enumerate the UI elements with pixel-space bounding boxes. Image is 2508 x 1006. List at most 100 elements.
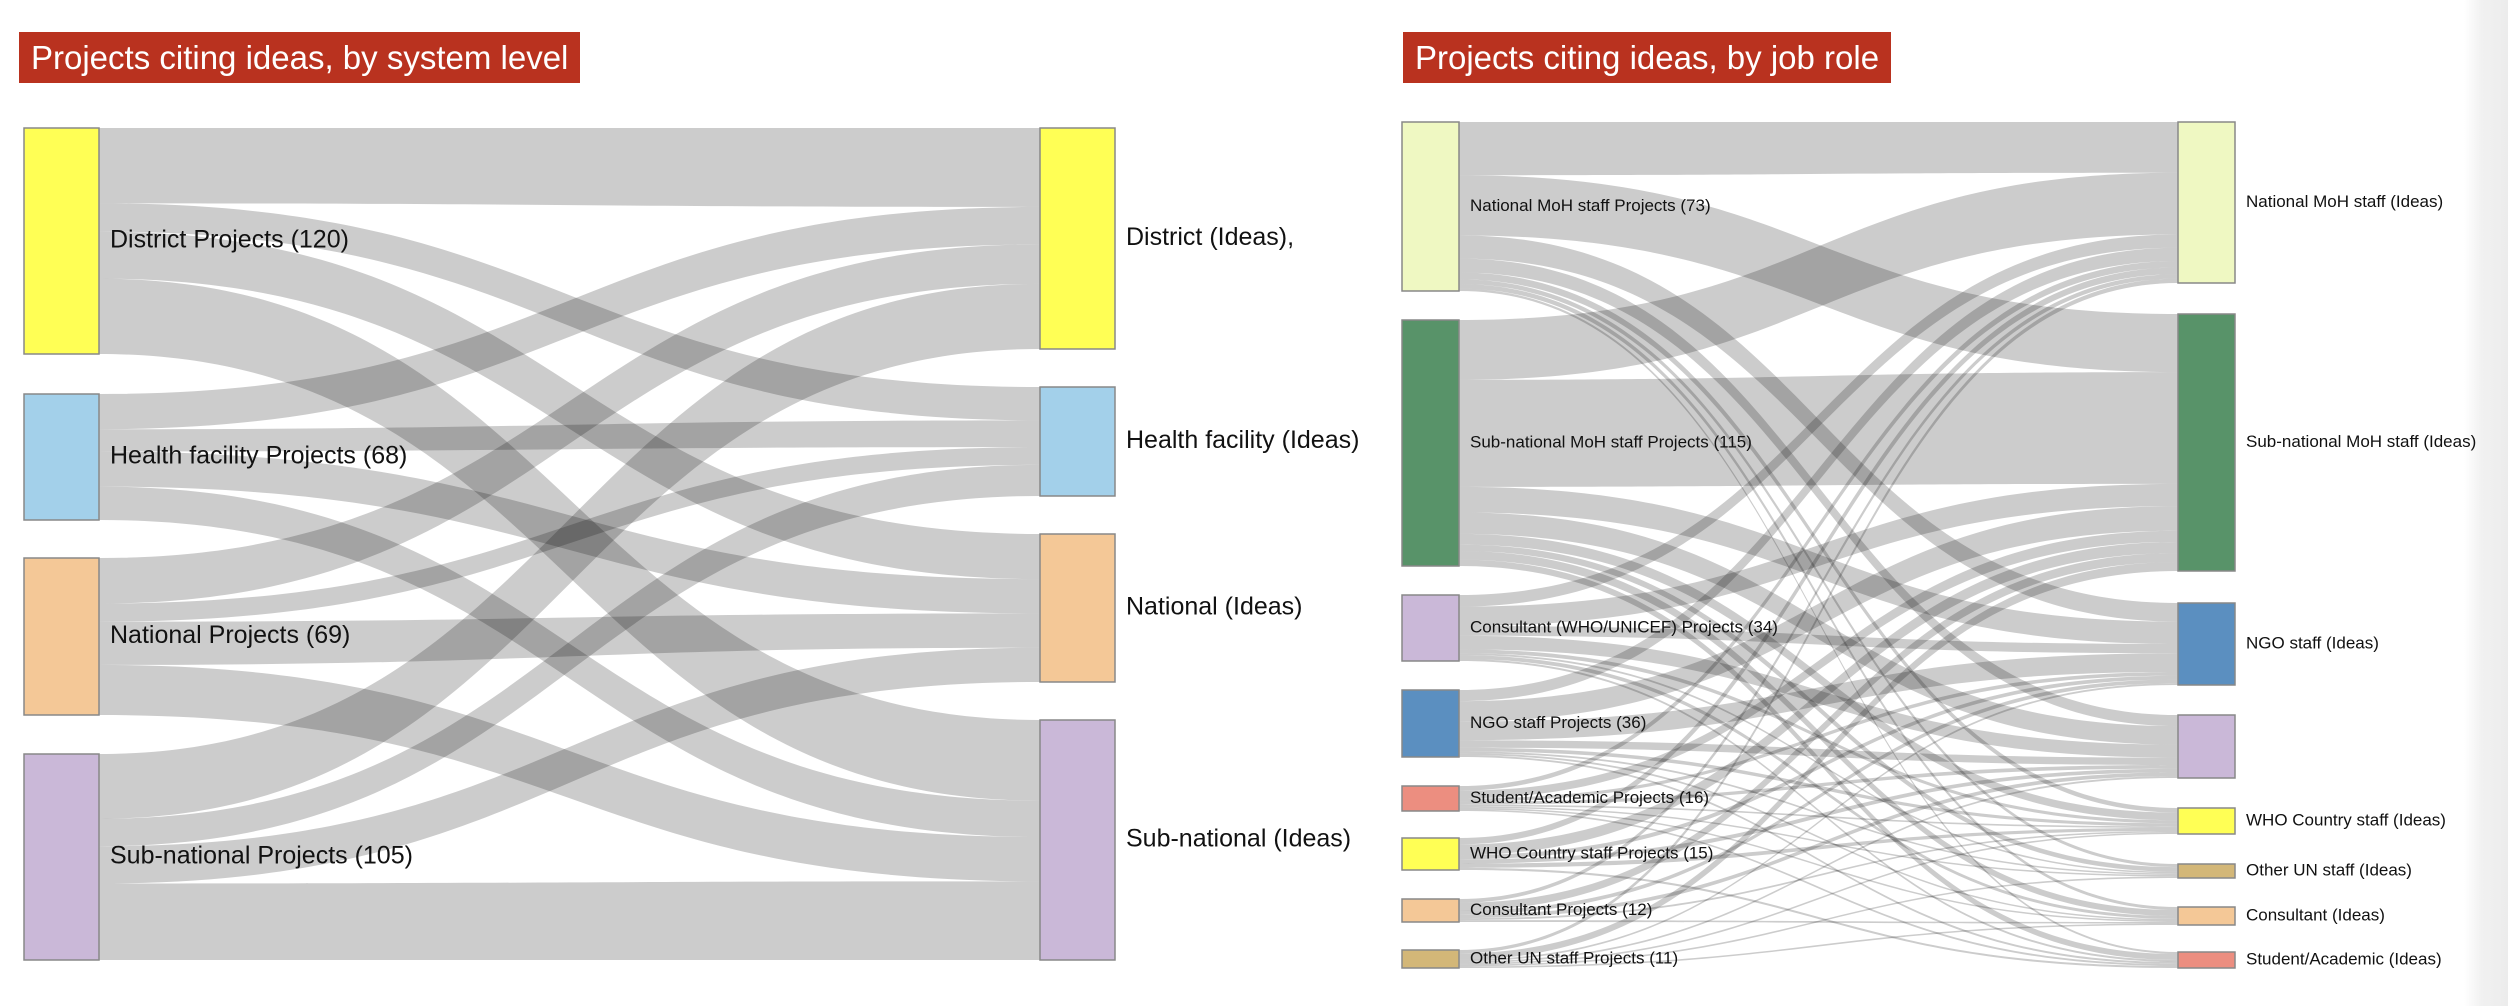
source-node[interactable] (1401, 837, 1460, 871)
sankey-link (1459, 920, 2178, 924)
target-node-label: National MoH staff (Ideas) (2246, 192, 2443, 211)
sankey-link (99, 128, 1040, 207)
source-node-label: WHO Country staff Projects (15) (1470, 843, 1713, 862)
sankey-link (1459, 559, 2178, 960)
sankey-link (1459, 506, 2178, 722)
target-node[interactable] (2177, 863, 2236, 879)
source-node-label: Consultant (WHO/UNICEF) Projects (34) (1470, 617, 1778, 636)
sankey-link (1459, 776, 2178, 964)
sankey-link (1459, 512, 2178, 745)
source-node-label: National MoH staff Projects (73) (1470, 196, 1711, 215)
sankey-job-role: National MoH staff Projects (73) Sub-nati… (1401, 121, 2476, 969)
source-node[interactable] (1401, 689, 1460, 758)
sankey-link (99, 231, 1040, 580)
source-node-label: Other UN staff Projects (11) (1470, 948, 1678, 967)
source-node[interactable] (23, 557, 100, 716)
sankey-link (1459, 832, 2178, 965)
target-node-label: Other UN staff (Ideas) (2246, 860, 2412, 879)
sankey-link (1459, 626, 2178, 654)
target-node-label: Health facility (Ideas) (1126, 426, 1359, 454)
sankey-link (1459, 653, 2178, 741)
sankey-link (1459, 635, 2178, 758)
sankey-link (1459, 804, 2178, 828)
target-node[interactable] (2177, 951, 2236, 969)
sankey-link (99, 244, 1040, 604)
source-node[interactable] (1401, 319, 1460, 567)
sankey-link (1459, 772, 2178, 919)
sankey-link (1459, 234, 2178, 607)
target-node[interactable] (2177, 602, 2236, 686)
sankey-link (1459, 753, 2178, 921)
sankey-link (1459, 288, 2178, 954)
source-node[interactable] (23, 753, 100, 961)
target-node[interactable] (2177, 807, 2236, 835)
sankey-link (1459, 235, 2178, 622)
sankey-link (1459, 807, 2178, 922)
sankey-link (1459, 175, 2178, 373)
sankey-link (1459, 649, 2178, 824)
sankey-link (1459, 247, 2178, 702)
source-node[interactable] (1401, 949, 1460, 969)
source-node-label: Student/Academic Projects (16) (1470, 788, 1709, 807)
source-node[interactable] (1401, 898, 1460, 923)
sankey-link (99, 613, 1040, 665)
sankey-link (99, 881, 1040, 960)
source-node[interactable] (1401, 594, 1460, 662)
target-node-label: National (Ideas) (1126, 593, 1302, 621)
source-node-label: Health facility Projects (68) (110, 442, 407, 470)
sankey-link (1459, 279, 2178, 868)
sankey-link (1459, 284, 2178, 910)
sankey-link (1459, 533, 2178, 821)
sankey-link (1459, 867, 2178, 968)
source-node[interactable] (1401, 785, 1460, 812)
source-node-label: National Projects (69) (110, 621, 350, 649)
sankey-link (1459, 172, 2178, 380)
target-node-label: Sub-national MoH staff (Ideas) (2246, 432, 2476, 451)
target-node-label: Sub-national (Ideas) (1126, 825, 1351, 853)
target-node-label: Consultant (Ideas) (2246, 905, 2385, 924)
sankey-link (1459, 544, 2178, 872)
sankey-link (1459, 806, 2178, 877)
target-node[interactable] (1039, 386, 1116, 497)
source-node[interactable] (23, 127, 100, 355)
page-edge-shadow (2464, 0, 2508, 1006)
sankey-link (1459, 876, 2178, 967)
sankey-link (1459, 768, 2178, 864)
sankey-link (99, 451, 1040, 614)
target-node-label: NGO staff (Ideas) (2246, 633, 2379, 652)
sankey-link (99, 206, 1040, 430)
sankey-link (99, 420, 1040, 452)
source-node[interactable] (23, 393, 100, 521)
target-node[interactable] (1039, 533, 1116, 683)
links (99, 128, 1040, 960)
source-node-label: Consultant Projects (12) (1470, 900, 1652, 919)
target-node[interactable] (1039, 719, 1116, 961)
target-node[interactable] (2177, 121, 2236, 284)
target-node[interactable] (2177, 714, 2236, 779)
sankey-link (1459, 671, 2178, 802)
sankey-link (1459, 679, 2178, 915)
sankey-link (1459, 278, 2178, 954)
sankey-link (99, 283, 1040, 819)
target-node[interactable] (2177, 906, 2236, 926)
target-node[interactable] (2177, 313, 2236, 572)
sankey-link (99, 203, 1040, 421)
sankey-link (1459, 675, 2178, 860)
sankey-link (1459, 653, 2178, 874)
target-node-label: Student/Academic (Ideas) (2246, 949, 2442, 968)
sankey-link (1459, 923, 2178, 968)
sankey-link (1459, 258, 2178, 727)
source-node-label: District Projects (120) (110, 226, 349, 254)
sankey-link (1459, 827, 2178, 868)
sankey-link (1459, 659, 2178, 962)
sankey-link (1459, 830, 2178, 921)
sankey-link (1459, 372, 2178, 487)
source-node-label: Sub-national MoH staff Projects (115) (1470, 432, 1752, 451)
sankey-link (1459, 541, 2178, 856)
target-node[interactable] (1039, 127, 1116, 350)
sankey-link (99, 647, 1040, 884)
sankey-link (1459, 809, 2178, 966)
sankey-link (1459, 274, 2178, 903)
source-node[interactable] (1401, 121, 1460, 292)
